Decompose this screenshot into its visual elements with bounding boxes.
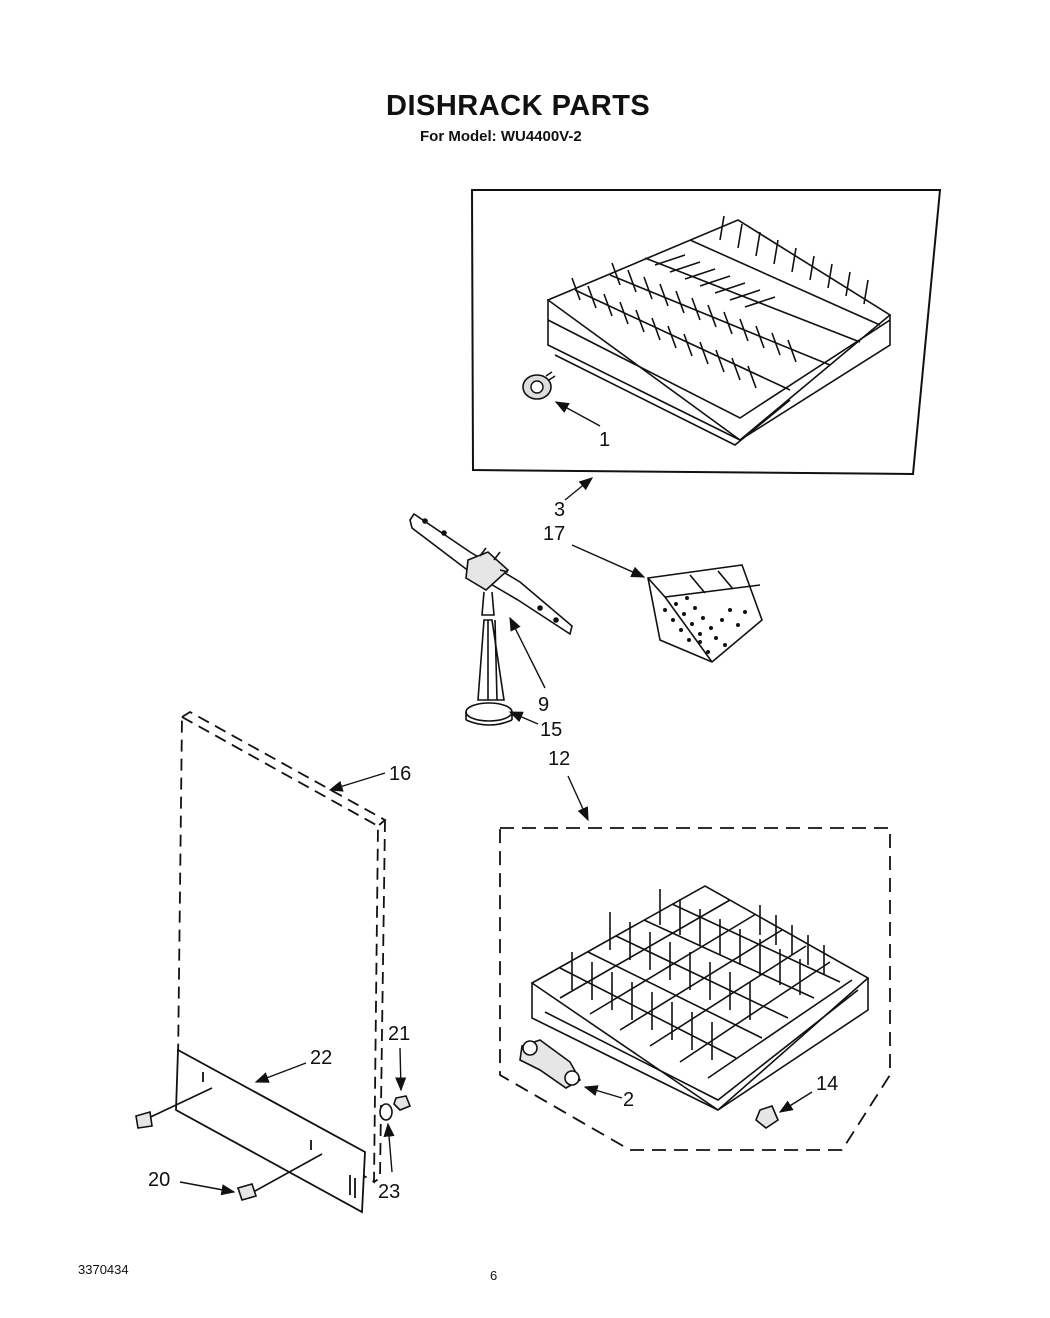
lower-rack-box [499,827,891,1151]
leader-12 [567,775,589,822]
leader-2 [583,1085,623,1099]
part-16-door-panel [177,710,387,1184]
upper-rack-box [470,189,942,476]
part-23-washer [379,1103,393,1121]
part-1-roller [522,371,556,400]
callout-2: 2 [623,1089,634,1111]
callout-17: 17 [543,523,565,545]
page-number: 6 [490,1268,498,1283]
leader-14 [778,1091,813,1113]
callout-1: 1 [599,429,610,451]
leader-23 [383,1122,395,1173]
callout-15: 15 [540,719,562,741]
part-22-toe-panel [175,1048,366,1214]
part-17-silverware-basket [647,564,763,663]
lower-rack-illustration [530,885,870,1112]
leader-22 [254,1062,307,1083]
part-15-spray-tower [465,591,513,726]
leader-9 [509,616,546,689]
callout-16: 16 [389,763,411,785]
leader-17 [571,544,646,578]
callout-22: 22 [310,1047,332,1069]
callout-21: 21 [388,1023,410,1045]
leader-3 [564,477,594,501]
document-code: 3370434 [78,1262,129,1277]
leader-21 [395,1047,407,1092]
leader-15 [508,711,539,725]
page-title: DISHRACK PARTS [386,90,651,122]
upper-rack-illustration [546,215,892,446]
leader-16 [328,772,386,792]
callout-23: 23 [378,1181,400,1203]
part-21-nut [393,1095,412,1111]
callout-12: 12 [548,748,570,770]
part-20-screw-left [135,1087,213,1129]
part-9-spray-arm [409,512,573,636]
callout-3: 3 [554,499,565,521]
leader-20 [179,1181,236,1196]
model-subtitle: For Model: WU4400V-2 [420,128,582,145]
part-14-rack-bumper [755,1105,779,1129]
callout-9: 9 [538,694,549,716]
leader-1 [554,401,601,427]
callout-14: 14 [816,1073,838,1095]
part-2-roller-assembly [519,1039,582,1089]
part-20-screw-right [236,1153,323,1201]
callout-20: 20 [148,1169,170,1191]
